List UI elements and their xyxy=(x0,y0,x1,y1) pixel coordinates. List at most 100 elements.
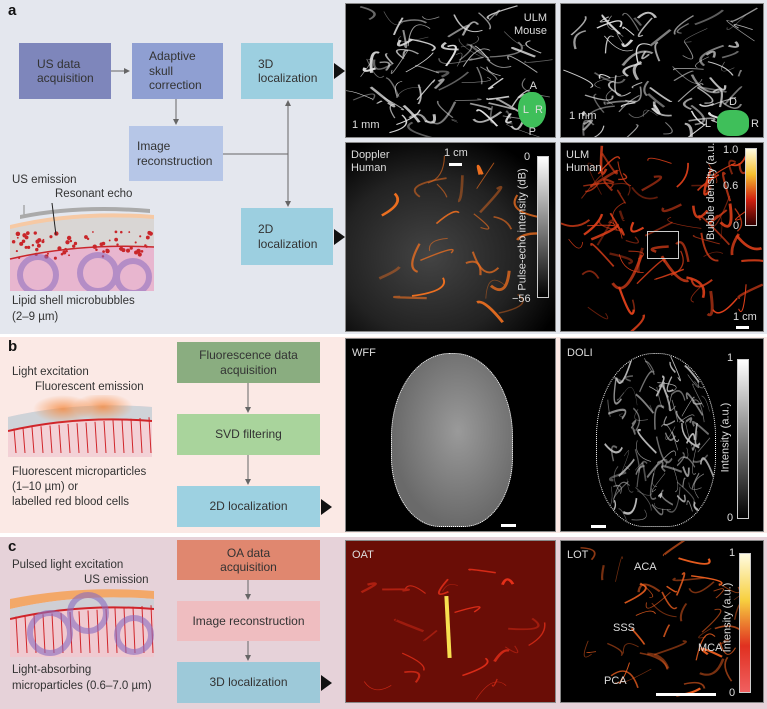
vessel-stroke xyxy=(637,583,661,593)
microbubble xyxy=(108,239,111,242)
vessel-stroke xyxy=(634,448,640,474)
vessel-stroke xyxy=(701,608,722,633)
vessel-stroke xyxy=(682,477,686,488)
vessel-stroke xyxy=(472,111,503,123)
vessel-stroke xyxy=(461,21,480,36)
microbubble xyxy=(105,248,109,252)
vessel-stroke xyxy=(503,31,526,46)
vessel-stroke xyxy=(721,101,743,109)
vessel-stroke xyxy=(609,471,627,482)
label-lot: LOT xyxy=(567,549,589,561)
vessel-stroke xyxy=(653,404,665,430)
box-image-reconstruction: Image reconstruction xyxy=(129,126,223,181)
optoacoustic-illustration xyxy=(10,589,154,657)
box-svd-filtering: SVD filtering xyxy=(177,414,320,455)
vessel-stroke xyxy=(632,427,636,435)
vessel-stroke xyxy=(723,86,743,105)
capillary xyxy=(123,607,127,654)
vessel-stroke xyxy=(491,678,498,687)
microbubble xyxy=(129,246,133,250)
vessel-stroke xyxy=(528,622,546,646)
vessel-stroke xyxy=(411,243,421,273)
vessel-stroke xyxy=(395,87,422,98)
box-2d-localization: 2D localization xyxy=(177,486,320,527)
vessel-stroke xyxy=(647,157,672,164)
vessel-stroke xyxy=(709,195,731,227)
vessel-stroke xyxy=(603,35,634,52)
output-arrow-icon xyxy=(321,675,332,691)
vessel-stroke xyxy=(676,23,690,34)
vessel-stroke xyxy=(378,266,401,280)
vessel-stroke xyxy=(389,104,396,119)
vessel-stroke xyxy=(737,69,742,77)
vessel-stroke xyxy=(593,93,605,113)
label-pulsed-light: Pulsed light excitation xyxy=(12,559,124,571)
vessel-stroke xyxy=(663,415,676,426)
vessel-stroke xyxy=(581,111,586,117)
box-us-data-acquisition: US data acquisition xyxy=(19,43,111,99)
vessel-stroke xyxy=(607,399,611,418)
vessel-stroke xyxy=(620,102,636,108)
vessel-stroke xyxy=(679,414,695,423)
vessel-stroke xyxy=(663,122,673,135)
vessel-stroke xyxy=(458,38,483,58)
vessel-stroke xyxy=(493,215,513,230)
box-label: 3D localization xyxy=(209,675,288,690)
vessel-stroke xyxy=(455,52,463,67)
colorbar-label: Intensity (a.u.) xyxy=(719,402,732,473)
caption-red-blood-cells: labelled red blood cells xyxy=(12,496,129,508)
vessel-stroke xyxy=(462,48,491,67)
vessel-stroke xyxy=(673,15,695,35)
vessel-stroke xyxy=(675,572,686,596)
vessel-stroke xyxy=(445,44,457,67)
vessel-stroke xyxy=(458,43,473,61)
capillary xyxy=(42,614,46,654)
vessel-stroke xyxy=(649,87,673,103)
brain-outline xyxy=(596,353,716,527)
vessel-stroke xyxy=(486,58,512,68)
vessel-stroke xyxy=(469,102,492,110)
vessel-stroke xyxy=(660,255,689,283)
label-mca: MCA xyxy=(698,642,723,654)
vessel-stroke xyxy=(606,642,623,657)
vessel-stroke xyxy=(428,237,448,252)
capillary xyxy=(112,420,116,454)
vessel-stroke xyxy=(661,423,679,451)
vessel-stroke xyxy=(376,100,383,104)
mouse-brain-orientation-icon xyxy=(518,92,546,128)
capillary xyxy=(22,427,26,454)
vessel-stroke xyxy=(615,358,633,384)
vessel-stroke xyxy=(698,627,712,639)
vessel-stroke xyxy=(692,234,720,245)
microbubble xyxy=(65,240,70,245)
vessel-stroke xyxy=(631,509,647,521)
vessel-stroke xyxy=(662,541,686,557)
vessel-stroke xyxy=(695,633,716,661)
vessel-stroke xyxy=(630,419,637,429)
label-resonant-echo: Resonant echo xyxy=(55,188,133,200)
vessel-stroke xyxy=(362,67,377,72)
vessel-stroke xyxy=(618,95,640,113)
vessel-stroke xyxy=(382,588,410,592)
vessel-stroke xyxy=(646,460,664,479)
vessel-render xyxy=(561,145,763,331)
vessel-stroke xyxy=(726,14,747,30)
vessel-stroke xyxy=(662,624,671,638)
vessel-stroke xyxy=(692,449,697,475)
label-mouse: Mouse xyxy=(513,25,547,37)
vessel-stroke xyxy=(511,47,537,58)
vessel-stroke xyxy=(717,639,729,646)
microbubble xyxy=(15,250,18,253)
vessel-stroke xyxy=(477,12,492,30)
label-ulm: ULM xyxy=(566,149,590,161)
label-us-emission: US emission xyxy=(12,174,77,186)
image-oat: OAT xyxy=(345,540,556,703)
scale-bar-1cm: 1 cm xyxy=(444,147,468,159)
vessel-stroke xyxy=(580,547,596,561)
vessel-stroke xyxy=(710,214,723,240)
scale-bar xyxy=(449,163,462,166)
vessel-stroke xyxy=(676,481,695,503)
vessel-stroke xyxy=(624,386,638,406)
vessel-stroke xyxy=(505,110,512,119)
microbubble xyxy=(95,248,98,252)
